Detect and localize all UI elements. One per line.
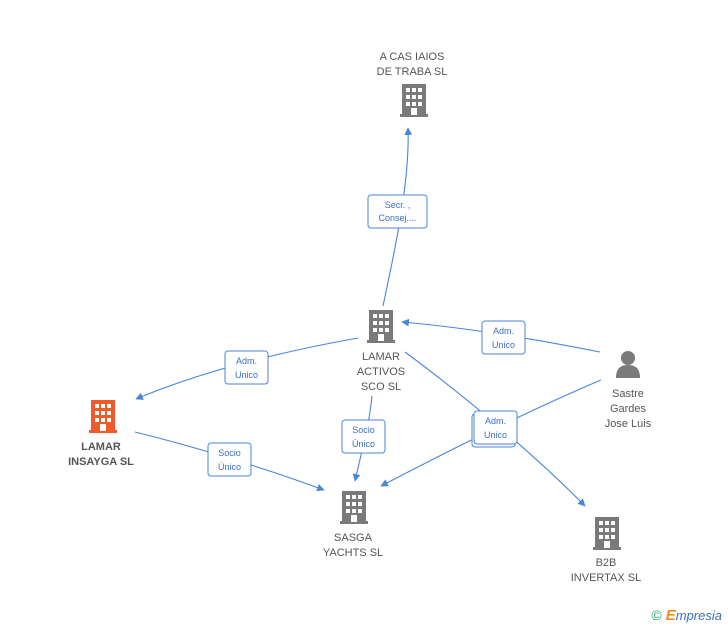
node-label-line: Jose Luis — [605, 418, 652, 430]
edge-label-line: Unico — [492, 340, 515, 350]
empresia-footer: ©Empresia — [651, 607, 722, 624]
edge-label-socio-unico-insayga-sasga[interactable]: Socio Único — [207, 442, 252, 477]
node-b2b[interactable]: B2B INVERTAX SL — [571, 517, 642, 584]
edge-label-adm-unico-sastre-sasga[interactable]: Adm. Unico — [471, 410, 518, 448]
node-label-line: A CAS IAIOS — [380, 51, 445, 63]
building-icon — [400, 84, 428, 117]
node-label-line: Gardes — [610, 403, 647, 415]
copyright-symbol: © — [651, 607, 662, 623]
edge-label-line: Adm. — [236, 356, 257, 366]
edge-label-line: Socio — [218, 448, 241, 458]
node-lamar-insayga[interactable]: LAMAR INSAYGA SL — [68, 400, 134, 468]
empresia-logo-text: mpresia — [675, 608, 722, 623]
node-label-line: B2B — [596, 557, 617, 569]
node-label-line: INSAYGA SL — [68, 456, 134, 468]
edge-label-socio-unico-activos-sasga[interactable]: Socio Único — [341, 419, 386, 454]
edge-label-line: Socio — [352, 425, 375, 435]
edge-label-line: Único — [352, 439, 375, 449]
node-sasga[interactable]: SASGA YACHTS SL — [323, 491, 383, 559]
node-label-line: INVERTAX SL — [571, 572, 642, 584]
node-acas[interactable]: A CAS IAIOS DE TRABA SL — [377, 51, 448, 117]
building-icon — [340, 491, 368, 524]
building-icon — [367, 310, 395, 343]
node-label-line: ACTIVOS — [357, 366, 405, 378]
person-icon — [616, 351, 640, 378]
edge-label-line: Único — [218, 462, 241, 472]
edge-label-adm-unico-sastre-activos[interactable]: Adm. Unico — [481, 320, 526, 355]
node-lamar-activos[interactable]: LAMAR ACTIVOS SCO SL — [357, 310, 405, 393]
edge-label-layer: Secr. , Consej.... Adm. Unico Adm. Unico… — [207, 194, 526, 477]
node-label-line: SCO SL — [361, 381, 401, 393]
node-label-line: Sastre — [612, 388, 644, 400]
node-label-line: DE TRABA SL — [377, 66, 448, 78]
edge-label-adm-unico-activos-insayga[interactable]: Adm. Unico — [224, 350, 269, 385]
node-sastre[interactable]: Sastre Gardes Jose Luis — [605, 351, 652, 430]
edge-label-line: Unico — [235, 370, 258, 380]
node-label-line: YACHTS SL — [323, 547, 383, 559]
node-label-line: LAMAR — [81, 441, 121, 453]
node-label-line: LAMAR — [362, 351, 400, 363]
edge-label-secr-consej[interactable]: Secr. , Consej.... — [367, 194, 428, 229]
edge-label-line: Consej.... — [378, 213, 416, 223]
empresia-logo-e: E — [665, 607, 676, 624]
edge-label-line: Adm. — [493, 326, 514, 336]
edge-label-line: Adm. — [485, 416, 506, 426]
edge-label-line: Unico — [484, 430, 507, 440]
building-icon — [89, 400, 117, 433]
node-label-line: SASGA — [334, 532, 373, 544]
edge-label-line: Secr. , — [385, 200, 411, 210]
node-layer: A CAS IAIOS DE TRABA SL — [68, 51, 652, 584]
building-icon — [593, 517, 621, 550]
